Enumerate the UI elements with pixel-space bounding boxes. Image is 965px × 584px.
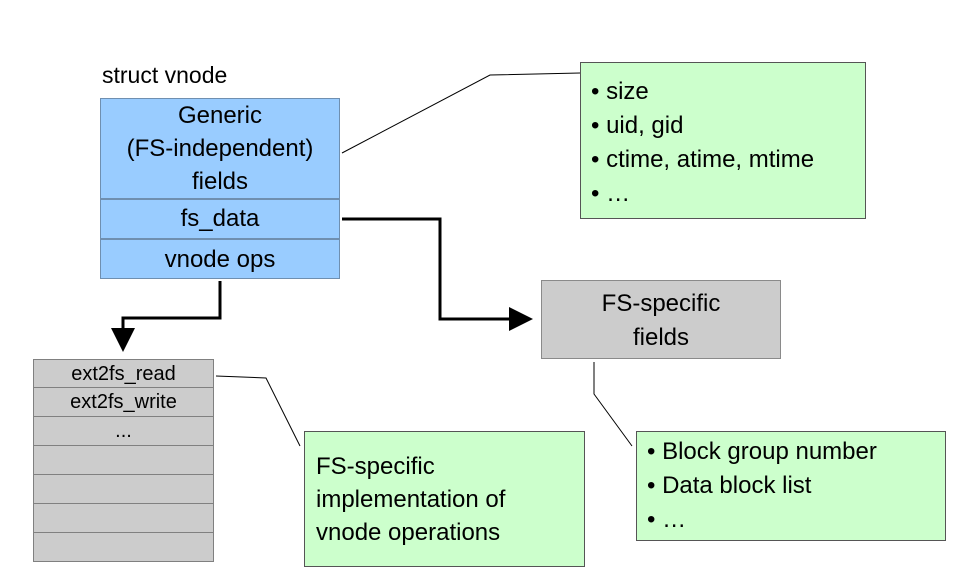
note-item-ellipsis: • … [591, 180, 631, 207]
ops-row-ellipsis: ... [33, 417, 214, 446]
note-item-uid-gid: • uid, gid [591, 112, 684, 139]
fs-specific-line-2: fields [632, 324, 690, 351]
ops-row-empty [33, 446, 214, 475]
fs-specific-fields-box: FS-specific fields [541, 280, 781, 359]
generic-line-3: fields [191, 168, 249, 195]
note-item-block-group: • Block group number [647, 438, 877, 465]
fs-specific-line-1: FS-specific [601, 290, 721, 317]
impl-line-1: FS-specific [316, 453, 435, 480]
arrow-vnode-ops [111, 281, 222, 352]
callout-line-generic [341, 72, 581, 154]
vnode-ops: vnode ops [100, 239, 340, 279]
vnode-fs-data: fs_data [100, 199, 340, 239]
ops-table: ext2fs_read ext2fs_write ... [33, 359, 214, 562]
callout-line-ops [215, 375, 301, 447]
fs-specific-note: • Block group number • Data block list •… [636, 431, 946, 541]
callout-line-fs-specific [593, 362, 633, 447]
impl-line-3: vnode operations [316, 519, 501, 546]
note-item-ellipsis: • … [647, 506, 687, 533]
generic-fields-note: • size • uid, gid • ctime, atime, mtime … [580, 62, 866, 219]
implementation-note: FS-specific implementation of vnode oper… [304, 431, 585, 567]
ops-row-empty [33, 475, 214, 504]
note-item-data-block-list: • Data block list [647, 472, 812, 499]
struct-vnode-label: struct vnode [102, 62, 228, 88]
arrow-fsdata [342, 217, 533, 331]
note-item-size: • size [591, 78, 649, 105]
ops-row-write: ext2fs_write [33, 388, 214, 417]
vnode-generic-fields: Generic (FS-independent) fields [100, 98, 340, 199]
ops-row-empty [33, 504, 214, 533]
note-item-times: • ctime, atime, mtime [591, 146, 815, 173]
generic-line-1: Generic [177, 102, 263, 129]
impl-line-2: implementation of [316, 486, 506, 513]
ops-row-read: ext2fs_read [33, 359, 214, 388]
ops-row-empty [33, 533, 214, 562]
generic-line-2: (FS-independent) [126, 135, 314, 162]
